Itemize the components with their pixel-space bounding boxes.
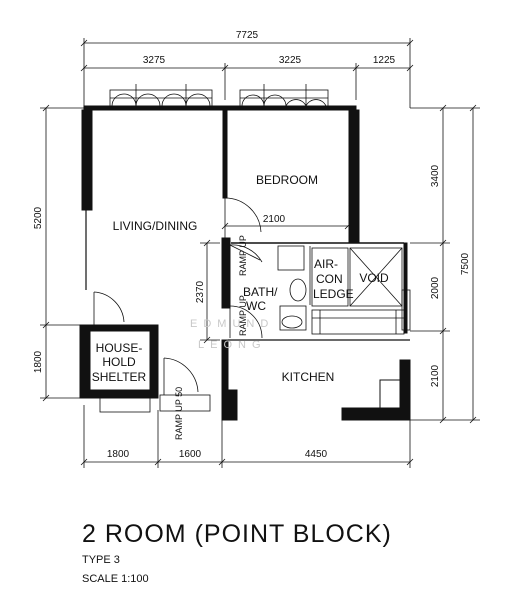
room-aircon-line1: AIR- xyxy=(314,257,338,271)
dim-right-kitchen: 2100 xyxy=(430,364,441,387)
bath-fixtures xyxy=(277,245,311,331)
doors xyxy=(93,197,263,412)
dim-top-mid: 3225 xyxy=(279,55,302,66)
dim-bath-height: 2370 xyxy=(195,280,206,303)
room-aircon-line3: LEDGE xyxy=(313,287,354,301)
dim-bottom-left: 1800 xyxy=(107,449,130,460)
ramp-entrance: RAMP UP 50 xyxy=(174,387,184,440)
dim-corridor: 2100 xyxy=(263,214,286,225)
room-shelter-line1: HOUSE- xyxy=(96,341,143,355)
dim-left-lower: 1800 xyxy=(33,350,44,373)
plan-scale: SCALE 1:100 xyxy=(82,573,149,585)
dim-right-void: 2000 xyxy=(430,276,441,299)
void-cross xyxy=(349,247,403,307)
plan-title: 2 ROOM (POINT BLOCK) xyxy=(82,520,392,548)
watermark-line2: LEONG xyxy=(198,339,267,351)
top-windows xyxy=(109,84,329,107)
dim-top-right: 1225 xyxy=(373,55,396,66)
aircon-ledge xyxy=(311,247,349,307)
dim-bottom-mid: 1600 xyxy=(179,449,202,460)
room-living-dining: LIVING/DINING xyxy=(113,219,198,233)
dim-right-bedroom: 3400 xyxy=(430,164,441,187)
room-shelter-line2: HOLD xyxy=(102,355,136,369)
dim-left-upper: 5200 xyxy=(33,206,44,229)
room-bath-line1: BATH/ xyxy=(243,285,278,299)
room-shelter-line3: SHELTER xyxy=(92,370,147,384)
plan-type: TYPE 3 xyxy=(82,554,120,566)
kitchen-counter xyxy=(311,289,411,335)
dim-bottom-right: 4450 xyxy=(305,449,328,460)
dim-top-left: 3275 xyxy=(143,55,166,66)
room-void: VOID xyxy=(359,271,389,285)
dim-top-total: 7725 xyxy=(236,30,259,41)
dimension-lines xyxy=(40,38,480,468)
room-aircon-line2: CON xyxy=(316,272,343,286)
walls xyxy=(79,105,411,421)
watermark-line1: EDMUND xyxy=(190,318,274,330)
dim-right-total: 7500 xyxy=(460,252,471,275)
ramp-bath-side: RAMP UP xyxy=(238,295,248,336)
room-bedroom: BEDROOM xyxy=(256,173,318,187)
room-bath-line2: WC xyxy=(246,299,266,313)
room-kitchen: KITCHEN xyxy=(282,370,335,384)
shelter-frame xyxy=(99,397,151,413)
ramp-bath-top: RAMP UP xyxy=(238,235,248,276)
